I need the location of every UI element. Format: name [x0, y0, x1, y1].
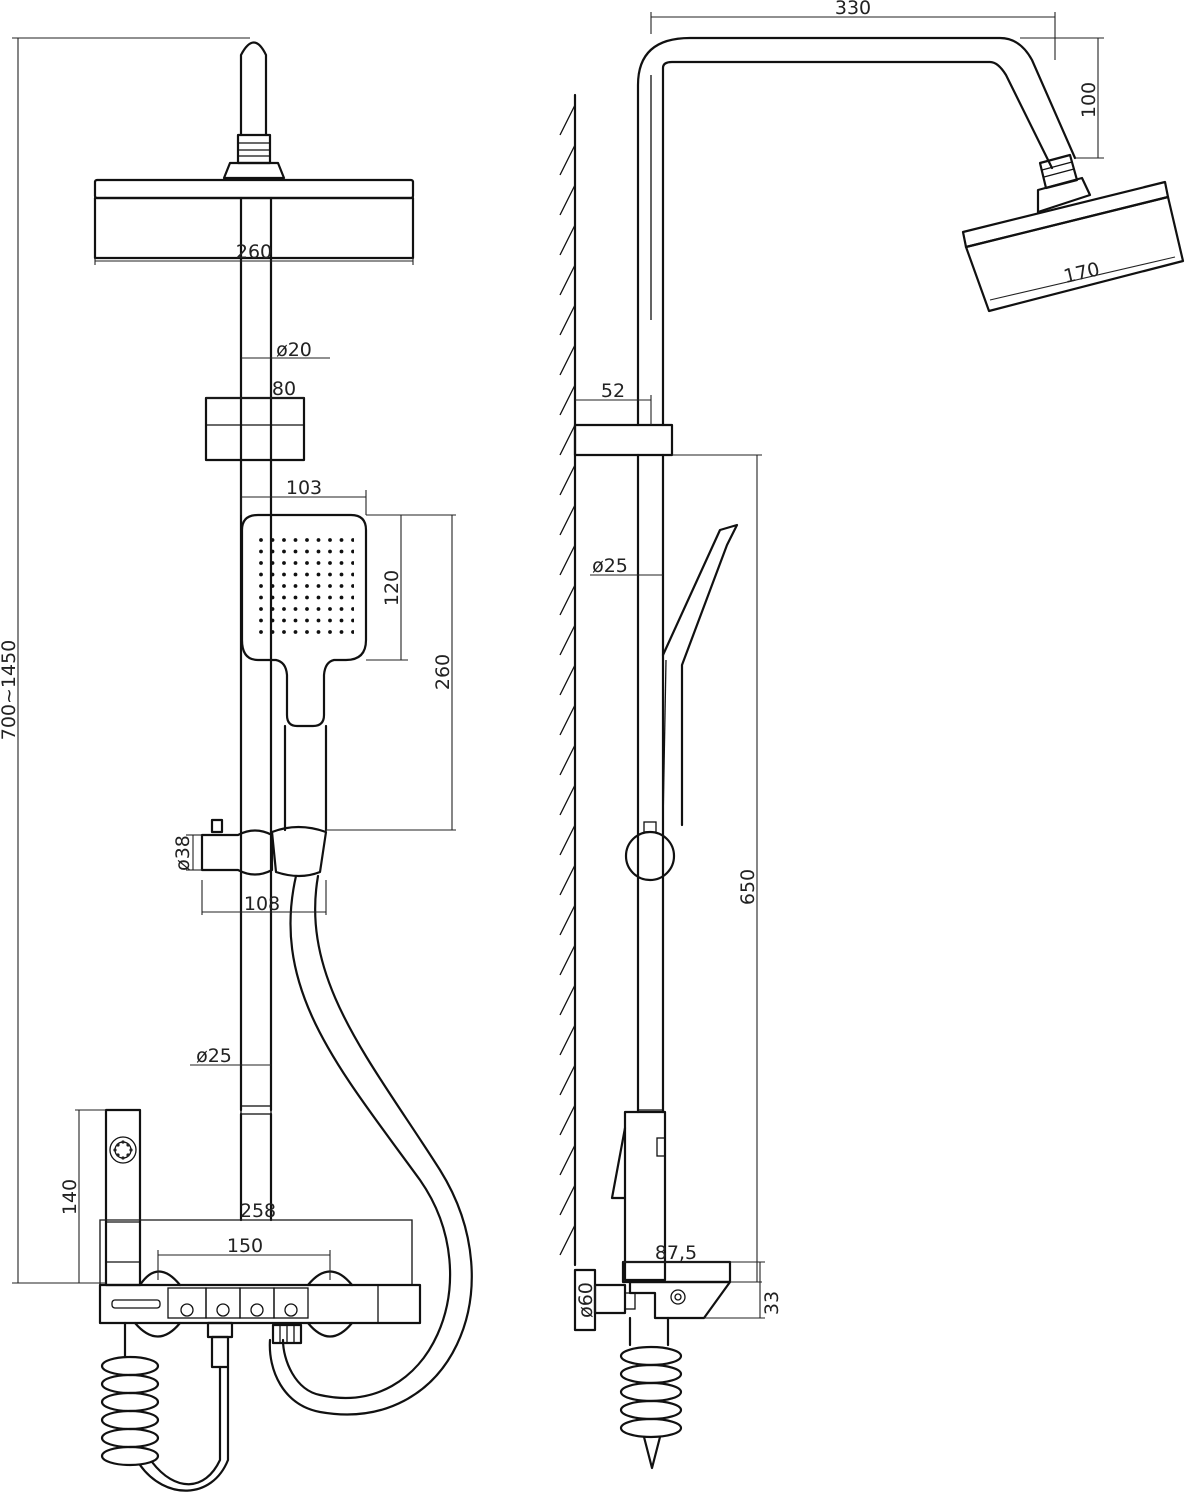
- dim-overall-height: 700~1450: [0, 640, 20, 741]
- wall-hatching: [559, 93, 577, 1267]
- wall-bracket: [204, 396, 306, 462]
- dim-mixer-width: 258: [240, 1200, 276, 1222]
- dim-mixer-height: 33: [761, 1291, 783, 1315]
- side-riser-arm: [636, 36, 1077, 1114]
- overhead-arm: [222, 41, 286, 180]
- dim-hand-length: 260: [432, 654, 454, 690]
- riser-pipe: [239, 196, 273, 1222]
- dim-side-rod-dia: ø25: [592, 555, 628, 577]
- dim-inlet-spacing: 150: [227, 1235, 263, 1257]
- side-shower-head: [961, 153, 1185, 313]
- dim-arm-reach: 330: [835, 0, 871, 19]
- dim-slide-length: 650: [737, 869, 759, 905]
- shower-hose: [268, 874, 473, 1416]
- side-bracket: [573, 423, 674, 457]
- side-coiled-hose: [619, 1345, 683, 1470]
- dim-hand-width: 103: [286, 477, 322, 499]
- rain-shower-head: [93, 178, 415, 260]
- side-view: 330 100 170 52 ø25 650 87,5 ø60 33: [559, 0, 1185, 1470]
- side-mixer: [573, 1110, 732, 1347]
- nozzle-grid: [256, 535, 354, 637]
- dim-holder-dia: ø38: [172, 835, 194, 871]
- front-dimensions: [12, 37, 456, 1284]
- dim-flange-dia: ø60: [575, 1282, 597, 1318]
- side-holder-knob: [624, 830, 676, 882]
- dim-arm-drop: 100: [1078, 82, 1100, 118]
- dim-holder-width: 108: [244, 893, 280, 915]
- dim-rod-dia: ø20: [276, 339, 312, 361]
- front-view: 700~1450 260 ø20 80 103 120 260 ø38 108 …: [0, 37, 473, 1492]
- dim-spout-height: 140: [59, 1179, 81, 1215]
- dim-mixer-depth: 87,5: [655, 1242, 697, 1264]
- hand-shower: [240, 513, 368, 832]
- dim-bracket-width: 80: [272, 378, 296, 400]
- side-dimensions: [575, 12, 1176, 1319]
- dim-hand-head-height: 120: [381, 570, 403, 606]
- side-hand-shower: [624, 523, 739, 882]
- coiled-hose: [100, 1321, 230, 1492]
- slide-holder: [200, 818, 328, 878]
- dim-wall-offset: 52: [601, 380, 625, 402]
- dim-head-width: 260: [236, 241, 272, 263]
- dim-lower-dia: ø25: [196, 1045, 232, 1067]
- tub-spout: [104, 1108, 142, 1287]
